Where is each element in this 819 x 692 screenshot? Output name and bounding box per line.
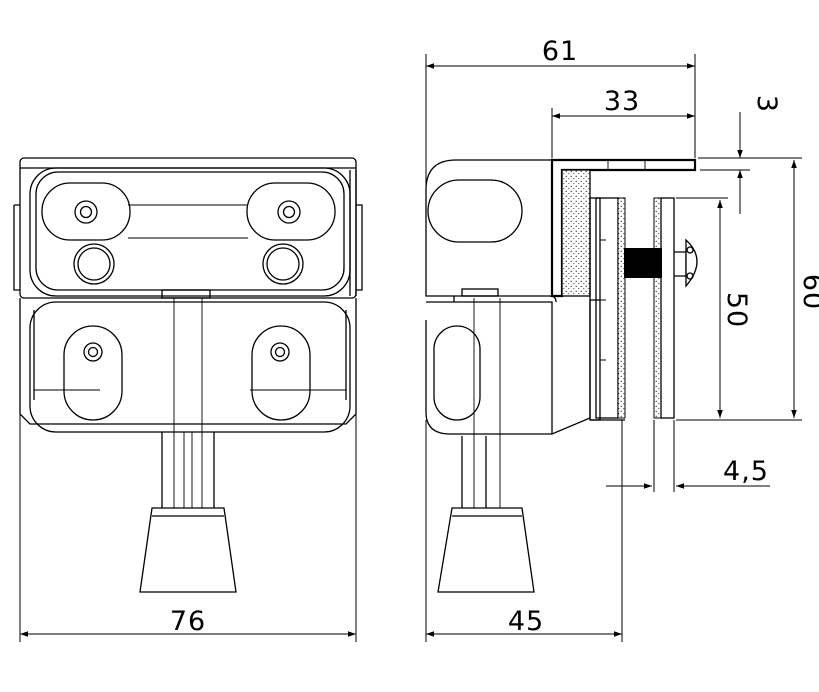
front-top-plate (13, 157, 363, 299)
dim-61-label: 61 (542, 36, 578, 67)
dim-45-label: 45 (508, 606, 544, 637)
dim-61: 61 (425, 36, 696, 200)
front-round-bosses (73, 243, 304, 285)
side-clamp-plates (589, 197, 675, 421)
side-view (425, 158, 698, 593)
front-top-slot-right (246, 182, 336, 241)
front-top-slot-left (41, 182, 131, 241)
side-stem (461, 298, 501, 510)
dim-3-label: 3 (751, 95, 782, 113)
dim-33: 33 (551, 86, 695, 158)
front-lower-slot-right (251, 325, 311, 421)
dim-50: 50 (676, 197, 752, 418)
dim-45: 45 (425, 420, 623, 642)
dim-4-5: 4,5 (606, 420, 770, 492)
dim-60-label: 60 (797, 274, 819, 310)
dim-76: 76 (19, 300, 357, 642)
dim-50-label: 50 (721, 292, 752, 328)
front-stem (161, 298, 215, 510)
side-bolt (624, 238, 698, 288)
dim-60: 60 (676, 157, 819, 421)
side-body (425, 159, 591, 435)
front-knob (139, 507, 237, 593)
dim-4-5-label: 4,5 (723, 456, 769, 487)
side-knob (437, 507, 535, 593)
front-view (13, 157, 363, 593)
dim-3: 3 (698, 95, 782, 214)
dim-33-label: 33 (604, 86, 640, 117)
front-lower-body (19, 298, 357, 433)
front-lower-slot-left (63, 325, 123, 421)
dim-76-label: 76 (170, 606, 206, 637)
side-bracket (550, 158, 697, 298)
